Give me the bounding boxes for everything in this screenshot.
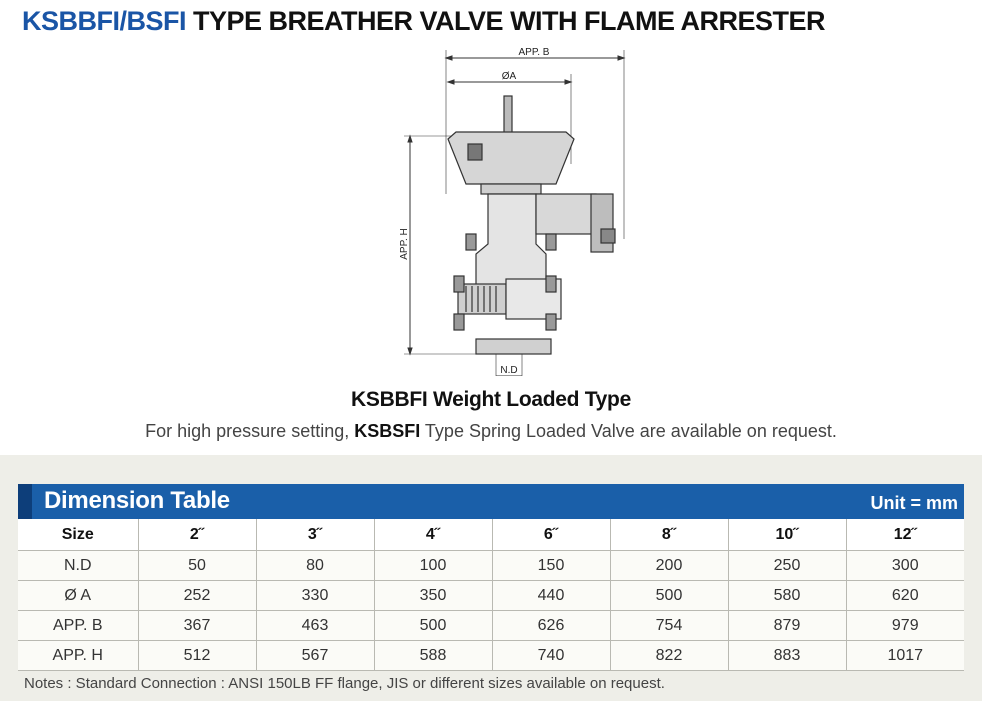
subcaption-model: KSBSFI xyxy=(354,421,421,441)
app-b-label: APP. B xyxy=(519,47,550,58)
table-row: APP. H 512 567 588 740 822 883 1017 xyxy=(18,640,964,671)
table-cell: 80 xyxy=(256,550,375,581)
header-cell: 3˝ xyxy=(256,519,375,551)
valve-drawing: APP. B ØA APP. H N.D xyxy=(399,47,626,376)
table-row: APP. B 367 463 500 626 754 879 979 xyxy=(18,610,964,641)
dimension-table: Size 2˝ 3˝ 4˝ 6˝ 8˝ 10˝ 12˝ N.D 50 80 10… xyxy=(18,519,964,671)
table-cell: 626 xyxy=(492,610,611,641)
table-cell: 580 xyxy=(728,580,847,611)
table-cell: APP. H xyxy=(18,640,139,671)
subcaption-post: Type Spring Loaded Valve are available o… xyxy=(420,421,837,441)
table-row: N.D 50 80 100 150 200 250 300 xyxy=(18,550,964,581)
table-cell: 100 xyxy=(374,550,493,581)
table-header-row: Size 2˝ 3˝ 4˝ 6˝ 8˝ 10˝ 12˝ xyxy=(18,519,964,551)
table-cell: 200 xyxy=(610,550,729,581)
table-cell: 463 xyxy=(256,610,375,641)
header-cell: 8˝ xyxy=(610,519,729,551)
subcaption-pre: For high pressure setting, xyxy=(145,421,355,441)
header-cell: 6˝ xyxy=(492,519,611,551)
table-cell: 567 xyxy=(256,640,375,671)
dia-a-label: ØA xyxy=(502,71,517,82)
table-cell: 252 xyxy=(138,580,257,611)
table-cell: 822 xyxy=(610,640,729,671)
nd-label: N.D xyxy=(500,365,517,376)
table-row: Ø A 252 330 350 440 500 580 620 xyxy=(18,580,964,611)
table-cell: 50 xyxy=(138,550,257,581)
table-cell: 879 xyxy=(728,610,847,641)
header-cell: 12˝ xyxy=(846,519,964,551)
table-notes: Notes : Standard Connection : ANSI 150LB… xyxy=(24,675,665,692)
table-cell: 440 xyxy=(492,580,611,611)
title-model: KSBBFI/BSFI xyxy=(22,6,187,36)
header-cell: 4˝ xyxy=(374,519,493,551)
table-cell: 350 xyxy=(374,580,493,611)
title-text: TYPE BREATHER VALVE WITH FLAME ARRESTER xyxy=(193,6,826,36)
page-title: KSBBFI/BSFI TYPE BREATHER VALVE WITH FLA… xyxy=(22,6,826,37)
dimension-table-section: Dimension Table Unit = mm Size 2˝ 3˝ 4˝ … xyxy=(18,484,964,671)
table-cell: 150 xyxy=(492,550,611,581)
header-cell: Size xyxy=(18,519,139,551)
drawing-subcaption: For high pressure setting, KSBSFI Type S… xyxy=(0,421,982,442)
table-cell: Ø A xyxy=(18,580,139,611)
table-cell: 588 xyxy=(374,640,493,671)
table-cell: 754 xyxy=(610,610,729,641)
table-cell: 500 xyxy=(610,580,729,611)
unit-label: Unit = mm xyxy=(870,493,958,513)
header-cell: 2˝ xyxy=(138,519,257,551)
table-cell: 979 xyxy=(846,610,964,641)
table-cell: 620 xyxy=(846,580,964,611)
table-title: Dimension Table xyxy=(44,487,230,514)
table-cell: 1017 xyxy=(846,640,964,671)
app-h-label: APP. H xyxy=(399,228,410,260)
header-accent xyxy=(18,484,32,519)
table-cell: 330 xyxy=(256,580,375,611)
table-cell: APP. B xyxy=(18,610,139,641)
table-cell: N.D xyxy=(18,550,139,581)
table-cell: 367 xyxy=(138,610,257,641)
table-header-bar: Dimension Table Unit = mm xyxy=(18,484,964,519)
table-cell: 500 xyxy=(374,610,493,641)
table-cell: 250 xyxy=(728,550,847,581)
table-cell: 883 xyxy=(728,640,847,671)
drawing-caption: KSBBFI Weight Loaded Type xyxy=(351,388,631,411)
table-cell: 512 xyxy=(138,640,257,671)
header-cell: 10˝ xyxy=(728,519,847,551)
table-cell: 300 xyxy=(846,550,964,581)
table-cell: 740 xyxy=(492,640,611,671)
